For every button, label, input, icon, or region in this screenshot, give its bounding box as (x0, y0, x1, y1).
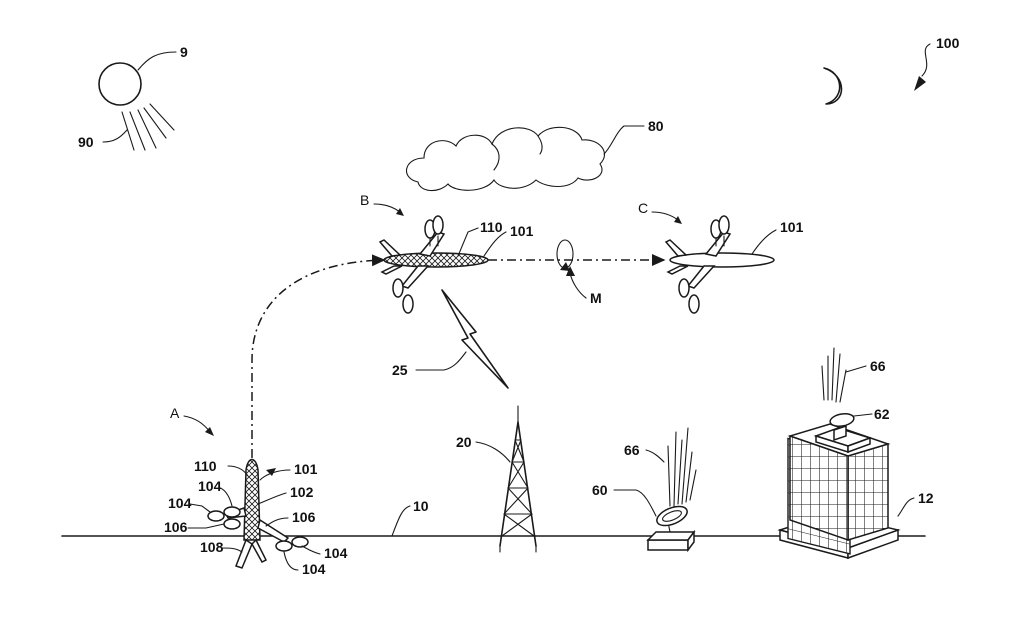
sun (98, 62, 142, 106)
aircraft-b-refs: B 110 101 (360, 192, 534, 257)
cloud-ref-label: 80 (648, 118, 664, 134)
aircraft-a-ref-102: 102 (290, 484, 314, 500)
sun-rays-ref-label: 90 (78, 134, 94, 150)
position-c-label: C (638, 200, 648, 216)
aircraft-c-ref-101: 101 (780, 219, 804, 235)
ground-dish-refs: 66 60 (592, 442, 665, 517)
moon (823, 67, 843, 105)
ground-dish-signal (667, 427, 697, 507)
tower-ref: 20 (456, 434, 511, 463)
position-a-label: A (170, 405, 180, 421)
ground-ref-label: 10 (413, 498, 429, 514)
signal-bolt (441, 289, 509, 389)
building-signal-ref-label: 66 (870, 358, 886, 374)
aircraft-a (207, 458, 309, 569)
signal-ref-label: 25 (392, 362, 408, 378)
aircraft-a-ref-108: 108 (200, 539, 224, 555)
aircraft-b-ref-101: 101 (510, 223, 534, 239)
aircraft-a-ref-104-c: 104 (324, 545, 348, 561)
aircraft-a-ref-104-a: 104 (198, 478, 222, 494)
sun-rays-ref: 90 (78, 129, 128, 150)
aircraft-b (378, 215, 489, 314)
building-signal (821, 347, 847, 403)
position-b-label: B (360, 192, 369, 208)
building-ref-label: 12 (918, 490, 934, 506)
aircraft-b-ref-110: 110 (480, 219, 503, 235)
dish-ref-label: 60 (592, 482, 608, 498)
signal-ref: 25 (392, 351, 467, 378)
building-refs: 66 62 12 (845, 358, 934, 517)
sun-ref: 9 (137, 44, 188, 71)
ground-dish (646, 505, 696, 553)
sun-ref-label: 9 (180, 44, 188, 60)
building (777, 423, 901, 560)
cloud (406, 126, 606, 192)
aircraft-a-ref-101: 101 (294, 461, 318, 477)
aircraft-a-ref-104-d: 104 (302, 561, 326, 577)
sun-rays (121, 103, 175, 151)
figure-ref: 100 (914, 35, 960, 91)
building-dish-ref-label: 62 (874, 406, 890, 422)
aircraft-c-refs: C 101 (638, 200, 804, 255)
maneuver-ref-label: M (590, 290, 602, 306)
dish-signal-ref-label: 66 (624, 442, 640, 458)
ground-ref: 10 (391, 498, 429, 537)
aircraft-a-ref-104-b: 104 (168, 495, 192, 511)
building-dish (829, 412, 855, 442)
cloud-ref: 80 (603, 118, 664, 155)
maneuver-symbol: M (556, 239, 602, 306)
tower-ref-label: 20 (456, 434, 472, 450)
aircraft-a-ref-106-a: 106 (164, 519, 188, 535)
figure-ref-label: 100 (936, 35, 960, 51)
aircraft-c (664, 215, 775, 314)
aircraft-a-ref-106-b: 106 (292, 509, 316, 525)
flight-path (251, 254, 666, 458)
aircraft-a-ref-110: 110 (194, 458, 217, 474)
aircraft-a-refs: A 110 101 104 104 102 106 106 108 104 10… (164, 405, 348, 577)
radio-tower (499, 405, 537, 553)
